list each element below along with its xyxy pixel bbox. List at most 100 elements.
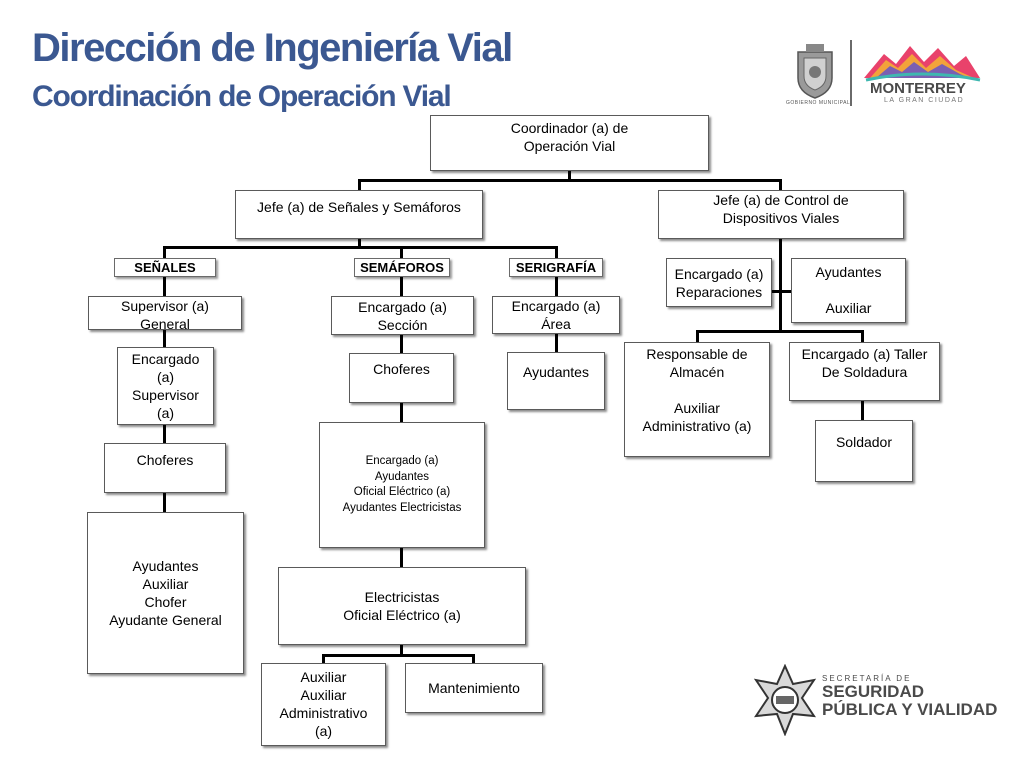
- connector: [555, 246, 558, 258]
- connector: [861, 400, 864, 420]
- connector: [779, 238, 782, 332]
- text-line: (a): [156, 369, 175, 385]
- text-line: Almacén: [669, 364, 725, 380]
- text-line: Encargado: [131, 351, 200, 367]
- box-encargado-area: Encargado (a) Área: [492, 296, 620, 334]
- box-responsable-almacen: Responsable de Almacén Auxiliar Administ…: [624, 342, 770, 457]
- connector: [400, 334, 403, 353]
- connector: [696, 330, 699, 342]
- box-jefe-senales: Jefe (a) de Señales y Semáforos: [235, 190, 483, 239]
- page-title: Dirección de Ingeniería Vial: [32, 26, 513, 70]
- connector: [472, 654, 475, 663]
- connector: [163, 493, 166, 512]
- text-line: Oficial Eléctrico (a): [353, 486, 451, 498]
- connector: [358, 238, 361, 249]
- text-line: Encargado (a): [358, 299, 447, 315]
- box-choferes-semaforos: Choferes: [349, 353, 454, 403]
- text-line: (a): [314, 723, 333, 739]
- text-line: Coordinador (a) de: [510, 120, 629, 136]
- connector: [555, 276, 558, 296]
- box-encargado-taller: Encargado (a) Taller De Soldadura: [789, 342, 940, 401]
- connector: [555, 333, 558, 352]
- connector: [400, 644, 403, 655]
- connector: [568, 170, 571, 182]
- category-serigrafia: SERIGRAFÍA: [509, 258, 603, 277]
- ssp-wordmark: SECRETARÍA DE SEGURIDAD PÚBLICA Y VIALID…: [822, 674, 997, 719]
- box-choferes-senales: Choferes: [104, 443, 226, 493]
- text-line: (a): [156, 405, 175, 421]
- text-line: Reparaciones: [675, 283, 763, 300]
- text-line: Administrativo: [279, 705, 368, 721]
- monterrey-sublabel: LA GRAN CIUDAD: [884, 97, 965, 104]
- text-line: Encargado (a) Taller: [801, 346, 928, 362]
- box-supervisor-general: Supervisor (a) General: [88, 296, 242, 332]
- text-line: Jefe (a) de Control de: [713, 192, 849, 208]
- box-encargado-reparaciones: Encargado (a) Reparaciones: [666, 258, 772, 307]
- text-line: Ayudante General: [109, 612, 222, 628]
- text-line: Electricistas: [364, 589, 440, 605]
- connector: [322, 654, 475, 657]
- text-line: Ayudantes: [523, 364, 589, 380]
- category-semaforos: SEMÁFOROS: [354, 258, 450, 277]
- text-line: Auxiliar: [300, 669, 347, 685]
- box-soldador: Soldador: [815, 420, 913, 482]
- connector: [358, 179, 782, 182]
- text-line: Encargado (a): [674, 265, 764, 282]
- text-line: Dispositivos Viales: [722, 210, 840, 226]
- box-jefe-control: Jefe (a) de Control de Dispositivos Vial…: [658, 190, 904, 239]
- text-line: General: [140, 316, 190, 332]
- box-encargado-supervisor: Encargado (a) Supervisor (a): [117, 347, 214, 425]
- category-senales: SEÑALES: [114, 258, 216, 277]
- connector: [772, 290, 792, 293]
- box-ayudantes-control: Ayudantes Auxiliar: [791, 258, 906, 323]
- text-line: Área: [541, 316, 571, 332]
- connector: [696, 330, 864, 333]
- ssp-line2: PÚBLICA Y VIALIDAD: [822, 700, 998, 719]
- connector: [400, 276, 403, 296]
- box-electricistas: Electricistas Oficial Eléctrico (a): [278, 567, 526, 645]
- logo-divider: [850, 40, 852, 106]
- box-equipo-electrico: Encargado (a) Ayudantes Oficial Eléctric…: [319, 422, 485, 548]
- gobierno-crest-icon: [797, 44, 833, 99]
- text-line: Supervisor: [132, 387, 199, 403]
- text-line: Responsable de: [646, 346, 748, 362]
- connector: [163, 425, 166, 443]
- text-line: Auxiliar: [142, 576, 189, 592]
- text-line: Auxiliar: [674, 400, 720, 416]
- monterrey-mountains-icon: [864, 46, 981, 82]
- connector: [400, 246, 403, 258]
- text-line: Mantenimiento: [428, 680, 520, 696]
- connector: [163, 246, 558, 249]
- text-line: Jefe (a) de Señales y Semáforos: [257, 199, 461, 215]
- box-coordinador: Coordinador (a) de Operación Vial: [430, 115, 709, 171]
- connector: [400, 403, 403, 422]
- text-line: Sección: [377, 317, 428, 333]
- connector: [861, 330, 864, 342]
- box-ayudantes-serigrafia: Ayudantes: [507, 352, 605, 410]
- text-line: Choferes: [136, 452, 194, 468]
- connector: [400, 547, 403, 567]
- text-line: Ayudantes: [815, 264, 882, 280]
- connector: [163, 276, 166, 296]
- connector: [163, 246, 166, 258]
- text-line: Auxiliar: [825, 300, 872, 316]
- text-line: De Soldadura: [821, 364, 908, 380]
- text-line: Encargado (a): [365, 455, 439, 467]
- text-line: Ayudantes Electricistas: [342, 501, 462, 514]
- box-mantenimiento: Mantenimiento: [405, 663, 543, 713]
- text-line: Ayudantes: [132, 558, 199, 574]
- text-line: Auxiliar: [300, 687, 347, 703]
- gobierno-label: GOBIERNO MUNICIPAL: [786, 100, 851, 106]
- text-line: Operación Vial: [523, 138, 616, 154]
- connector: [779, 179, 782, 190]
- text-line: Encargado (a): [511, 298, 601, 314]
- connector: [358, 179, 361, 190]
- page-subtitle: Coordinación de Operación Vial: [32, 80, 452, 113]
- text-line: Oficial Eléctrico (a): [343, 607, 461, 623]
- text-line: Administrativo (a): [642, 418, 752, 434]
- monterrey-label: MONTERREY: [870, 80, 966, 97]
- box-ayudantes-senales: Ayudantes Auxiliar Chofer Ayudante Gener…: [87, 512, 244, 674]
- connector: [163, 329, 166, 347]
- text-line: Ayudantes: [374, 470, 430, 483]
- text-line: Chofer: [144, 594, 187, 610]
